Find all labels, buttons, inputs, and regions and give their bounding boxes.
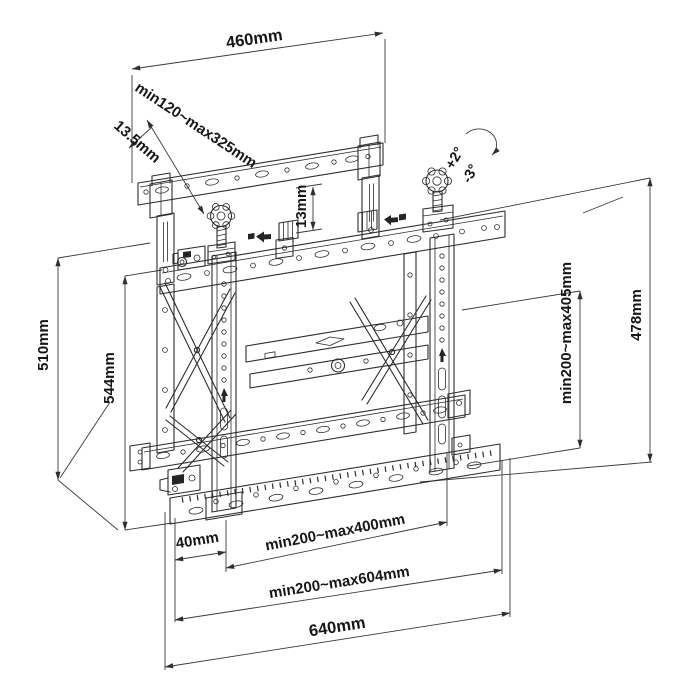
- ext-line: [582, 196, 624, 214]
- ext-line: [461, 290, 581, 311]
- left-lock-clamp: [172, 245, 206, 271]
- right-column: [429, 233, 471, 473]
- left-scissor-mechanism: [156, 282, 237, 473]
- bottom-wall-rail: [169, 443, 501, 525]
- leader-13-5mm: [128, 126, 153, 149]
- tilt-label-minus3: -3°: [459, 162, 482, 186]
- dim-label-vesa-height: min200~max405mm: [558, 262, 575, 404]
- up-arrow-left-column: [221, 388, 228, 402]
- dim-line-604: [174, 568, 503, 622]
- bottom-lock-clamp: [159, 464, 201, 496]
- right-slide-knob: [357, 209, 406, 233]
- ext-line: [124, 269, 163, 277]
- rotation-arc-arrow: [465, 128, 500, 156]
- dim-line-400: [225, 521, 448, 569]
- right-hanger-bracket: [357, 134, 381, 240]
- dim-line-depth: [146, 119, 205, 215]
- dim-label-478mm: 478mm: [628, 289, 645, 341]
- dim-label-13mm: 13mm: [293, 185, 310, 228]
- dim-label-510mm: 510mm: [35, 319, 52, 371]
- ext-line: [57, 242, 151, 259]
- ext-line: [467, 447, 581, 467]
- ext-line: [419, 461, 653, 483]
- dim-line-460: [131, 31, 384, 71]
- dimension-lines: [55, 31, 653, 670]
- dim-label-40mm: 40mm: [175, 529, 220, 553]
- dim-label-13-5mm: 13.5mm: [110, 117, 163, 166]
- up-arrow-right-column: [439, 348, 446, 362]
- wall-corner-edge: [59, 401, 111, 479]
- slide-left-arrow-center: [256, 231, 271, 243]
- rail-tick-strip: [181, 450, 493, 503]
- left-column: [205, 251, 243, 521]
- ext-line: [295, 228, 323, 234]
- front-top-rail: [159, 210, 506, 295]
- adjustment-knob-left: [206, 203, 236, 265]
- ext-line: [295, 183, 323, 189]
- dim-line-640: [164, 611, 511, 669]
- bottom-tv-rail: [129, 389, 471, 472]
- dim-label-544mm: 544mm: [101, 352, 118, 404]
- dim-line-40: [174, 550, 227, 562]
- ext-line: [124, 522, 173, 531]
- top-wall-rail: [137, 142, 384, 206]
- dimension-labels: 460mm min120~max325mm 13.5mm 13mm +2° -3…: [35, 26, 645, 640]
- left-hanger-bracket: [149, 172, 175, 286]
- dim-label-vesa-width: min200~max400mm: [264, 511, 407, 555]
- ext-line: [439, 177, 651, 221]
- slide-left-arrow-right: [384, 215, 398, 226]
- center-slide-knob: [248, 219, 299, 260]
- middle-cross-bars: [245, 315, 429, 389]
- wall-corner-edge: [57, 479, 119, 531]
- dim-label-rail-span: min200~max604mm: [268, 563, 411, 602]
